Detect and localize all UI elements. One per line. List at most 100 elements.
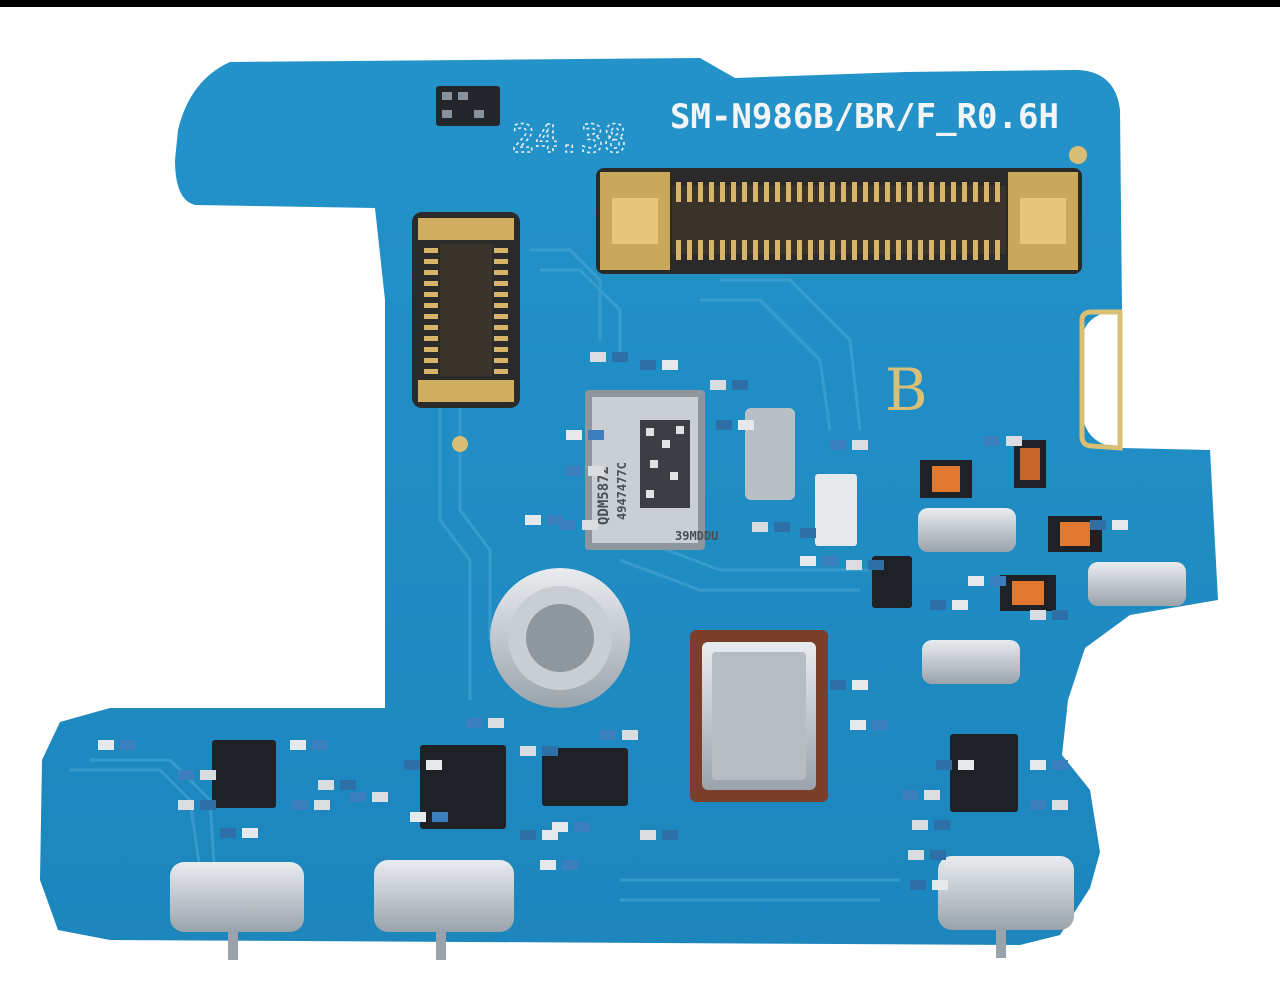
passive-component — [958, 760, 974, 770]
connector-pin — [424, 369, 438, 374]
connector-pin — [494, 270, 508, 275]
connector-pin — [973, 240, 978, 260]
passive-component — [930, 850, 946, 860]
connector-pin — [687, 240, 692, 260]
passive-components — [98, 352, 1128, 890]
passive-component — [910, 880, 926, 890]
black-ic — [212, 740, 276, 808]
connector-pin — [753, 182, 758, 202]
passive-component — [952, 600, 968, 610]
passive-component — [710, 380, 726, 390]
connector-pin — [929, 240, 934, 260]
passive-component — [98, 740, 114, 750]
passive-component — [716, 420, 732, 430]
passive-component — [520, 830, 536, 840]
board-connector-small — [412, 212, 520, 408]
connector-pin — [775, 182, 780, 202]
connector-pin — [962, 182, 967, 202]
passive-component — [600, 730, 616, 740]
connector-pin — [424, 325, 438, 330]
passive-component — [872, 720, 888, 730]
passive-component — [542, 746, 558, 756]
passive-component — [582, 520, 598, 530]
passive-component — [466, 718, 482, 728]
passive-component — [830, 440, 846, 450]
board-connector-large — [596, 168, 1082, 274]
connector-pin — [742, 240, 747, 260]
connector-pin — [742, 182, 747, 202]
connector-pin — [424, 314, 438, 319]
passive-component — [1052, 760, 1068, 770]
connector-pin — [841, 182, 846, 202]
connector-pin — [424, 358, 438, 363]
connector-pin — [819, 240, 824, 260]
passive-component — [924, 790, 940, 800]
connector-pin — [874, 182, 879, 202]
connector-pin — [830, 240, 835, 260]
small-chip-top-left — [436, 86, 500, 126]
connector-pin — [687, 182, 692, 202]
gold-pad — [452, 436, 468, 452]
passive-component — [314, 800, 330, 810]
passive-component — [732, 380, 748, 390]
black-ic — [542, 748, 628, 806]
passive-component — [1030, 760, 1046, 770]
connector-pin — [951, 182, 956, 202]
connector-pin — [852, 240, 857, 260]
passive-component — [932, 880, 948, 890]
black-ic — [950, 734, 1018, 812]
side-marking: B — [885, 356, 928, 424]
connector-pin — [797, 182, 802, 202]
silkscreen-model: SM-N986B/BR/F_R0.6H — [670, 97, 1059, 137]
passive-component — [662, 360, 678, 370]
connector-pin — [424, 248, 438, 253]
passive-component — [290, 740, 306, 750]
passive-component — [912, 820, 928, 830]
passive-component — [1030, 800, 1046, 810]
passive-component — [934, 820, 950, 830]
connector-pin — [775, 240, 780, 260]
passive-component — [120, 740, 136, 750]
passive-component — [800, 556, 816, 566]
passive-component — [574, 822, 590, 832]
passive-component — [830, 680, 846, 690]
connector-pin — [494, 347, 508, 352]
connector-pin — [907, 182, 912, 202]
passive-component — [547, 515, 563, 525]
connector-pin — [494, 314, 508, 319]
passive-component — [852, 440, 868, 450]
passive-component — [200, 770, 216, 780]
passive-component — [968, 576, 984, 586]
passive-component — [612, 352, 628, 362]
connector-pin — [907, 240, 912, 260]
connector-pin — [424, 347, 438, 352]
passive-component — [426, 760, 442, 770]
connector-pin — [984, 182, 989, 202]
connector-pin — [808, 182, 813, 202]
passive-component — [525, 515, 541, 525]
connector-pin — [424, 259, 438, 264]
connector-pin — [494, 325, 508, 330]
bottom-terminal — [374, 860, 514, 960]
connector-pin — [494, 281, 508, 286]
passive-component — [410, 812, 426, 822]
passive-component — [560, 520, 576, 530]
connector-pin — [896, 182, 901, 202]
connector-pin — [918, 240, 923, 260]
passive-component — [822, 528, 838, 538]
passive-component — [752, 522, 768, 532]
passive-component — [1052, 610, 1068, 620]
passive-component — [800, 528, 816, 538]
connector-pin — [940, 240, 945, 260]
connector-pin — [494, 292, 508, 297]
silkscreen-date-code: 24.38 — [512, 117, 626, 161]
connector-pin — [797, 240, 802, 260]
main-ic-chip: QDM5872 4947477C 39MDDU — [585, 390, 718, 550]
passive-component — [372, 792, 388, 802]
connector-pin — [494, 358, 508, 363]
passive-component — [588, 466, 604, 476]
connector-pin — [808, 240, 813, 260]
connector-pin — [940, 182, 945, 202]
connector-pin — [764, 182, 769, 202]
